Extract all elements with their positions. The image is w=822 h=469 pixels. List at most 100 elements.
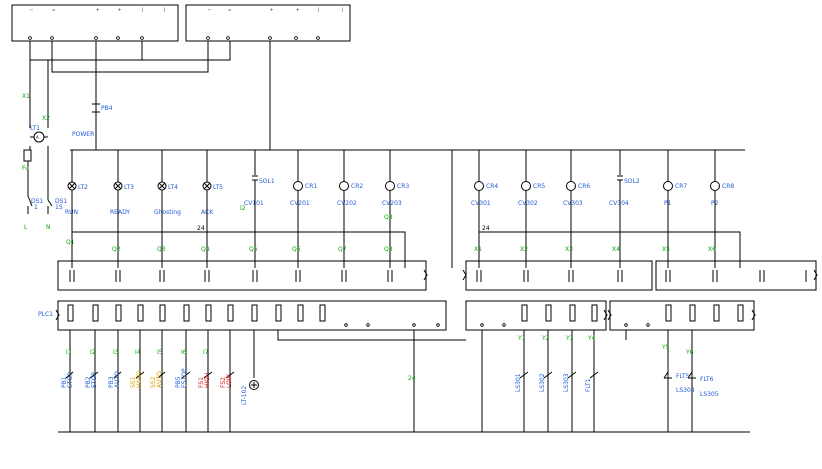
output-wire-q2: Q2	[112, 246, 121, 253]
input-wire-i4: I4	[135, 349, 141, 356]
svg-text:+: +	[296, 7, 299, 12]
svg-text:⌐: ⌐	[208, 7, 211, 12]
output-wire-q6: Q6	[292, 246, 301, 253]
disconnect-ds1s-label: DS1	[55, 198, 67, 205]
input-wire-i5: I5	[157, 349, 163, 356]
input-lt102-label: LT-102	[241, 386, 248, 405]
svg-text:⌐: ⌐	[30, 7, 33, 12]
relay-cr8-label: CR8	[722, 183, 734, 190]
relay-cr6-caption: CV303	[563, 200, 583, 207]
svg-text:+: +	[96, 7, 99, 12]
plc-label: PLC1	[38, 311, 53, 318]
relay-cr5-caption: CV302	[518, 200, 538, 207]
lamp-lt3-label: LT3	[124, 184, 134, 191]
input-pb2-label: PB2	[85, 376, 92, 388]
output-wire-q4: Q4	[201, 246, 210, 253]
svg-text:A: A	[36, 135, 39, 140]
flow-switch-flt6-caption: LS305	[700, 391, 719, 398]
output-module-1	[57, 260, 818, 291]
input-pb2-caption: STOP	[91, 372, 98, 388]
input-wire-y2: Y2	[541, 335, 550, 342]
lamp-lt2-label: LT2	[78, 184, 88, 191]
input-fs1-label: FS1	[198, 377, 205, 388]
output-wire-q1: Q1	[66, 239, 75, 246]
input-wire-y3: Y3	[565, 335, 574, 342]
main-bus	[70, 149, 745, 268]
input-flt1-label: FLT1	[585, 378, 592, 392]
input-ls302-label: LS302	[539, 373, 546, 392]
level-transmitter-icon	[249, 380, 259, 390]
input-ss1-label: SS1	[130, 376, 137, 388]
disconnect-ds1-label: DS1	[31, 198, 43, 205]
flow-switch-symbols	[663, 371, 696, 379]
output-wire-q5: Q5	[249, 246, 258, 253]
input-wire-i3: I3	[113, 349, 119, 356]
disconnect-ds1s-pole: 1S	[55, 204, 63, 211]
bus-label-q8: Q8	[384, 214, 393, 221]
output-wire-q3: Q3	[157, 246, 166, 253]
line-label: L	[24, 224, 28, 231]
input-wire-y5: Y5	[661, 344, 670, 351]
relay-coils	[293, 181, 720, 191]
output-contacts	[69, 270, 807, 282]
input-pb1-label: PB1	[61, 376, 68, 388]
pushbutton-pb4-icon	[92, 103, 100, 113]
output-wire-q7: Q7	[338, 246, 347, 253]
svg-text:|: |	[142, 7, 143, 12]
input-wire-i1: I1	[66, 349, 72, 356]
lamp-lt5-caption: ACK	[201, 209, 214, 216]
output-wire-x4: X4	[612, 246, 620, 253]
lamp-lt4-caption: Ghosting	[154, 209, 181, 216]
lamp-lt3-caption: READY	[110, 209, 130, 216]
power-supply-right: ⌐ = + + | |	[185, 4, 351, 42]
mid-wire-label: 24	[408, 375, 416, 382]
input-ss1-caption: HAND	[136, 370, 143, 388]
input-wire-i7: I7	[203, 349, 209, 356]
svg-text:+: +	[270, 7, 273, 12]
supply-right-wire-label: X2	[42, 115, 50, 122]
power-lamp-label: LT1	[30, 125, 40, 132]
relay-cr6-label: CR6	[578, 183, 590, 190]
svg-text:=: =	[228, 7, 231, 12]
supply-wiring	[29, 41, 271, 200]
input-wire-i6: I6	[181, 349, 187, 356]
lamp-lt5-icon	[202, 181, 212, 191]
input-wire-y1: Y1	[517, 335, 526, 342]
solenoid-sol2-label: SOL2	[624, 178, 640, 185]
bus-label-24-right: 24	[482, 225, 490, 232]
relay-cr5-label: CR5	[533, 183, 545, 190]
output-wire-x1: X1	[474, 246, 482, 253]
solenoid-sol1-label: SOL1	[259, 178, 275, 185]
input-ls303-label: LS303	[563, 373, 570, 392]
solenoid-sol2-icon	[617, 175, 623, 190]
input-wire-y6: Y6	[685, 349, 694, 356]
disconnect-ds1-pole: 1	[34, 204, 38, 211]
relay-cr4-label: CR4	[486, 183, 498, 190]
relay-cr4-caption: CV301	[471, 200, 491, 207]
relay-cr1-label: CR1	[305, 183, 317, 190]
left-input-labels: PB1 STOP PB2 STOP PB3 AUTO SS1 HAND SS2 …	[61, 368, 248, 405]
input-wiring	[58, 330, 750, 433]
svg-text:|: |	[342, 7, 343, 12]
pushbutton-pb4-label: PB4	[101, 105, 113, 112]
plc-input-modules	[55, 300, 756, 331]
lamp-lt4-icon	[157, 181, 167, 191]
output-wire-x2: X2	[520, 246, 528, 253]
svg-text:|: |	[318, 7, 319, 12]
input-fs1-caption: HIGH	[204, 373, 211, 388]
solenoid-sol1-icon	[252, 175, 258, 190]
svg-text:=: =	[52, 7, 55, 12]
input-ss2-label: SS2	[150, 376, 157, 388]
output-wire-x3: X3	[565, 246, 573, 253]
power-caption: POWER	[72, 131, 94, 138]
input-pb3-caption: AUTO	[114, 371, 121, 388]
input-switch-symbols	[65, 371, 599, 379]
relay-cr2-label: CR2	[351, 183, 363, 190]
power-lamp-lt1: A	[33, 131, 45, 143]
output-wire-x6: X6	[708, 246, 716, 253]
output-wiring	[71, 190, 741, 268]
input-wire-y4: Y4	[587, 335, 596, 342]
flow-switch-flt6-label: FLT6	[700, 376, 714, 383]
relay-cr3-label: CR3	[397, 183, 409, 190]
